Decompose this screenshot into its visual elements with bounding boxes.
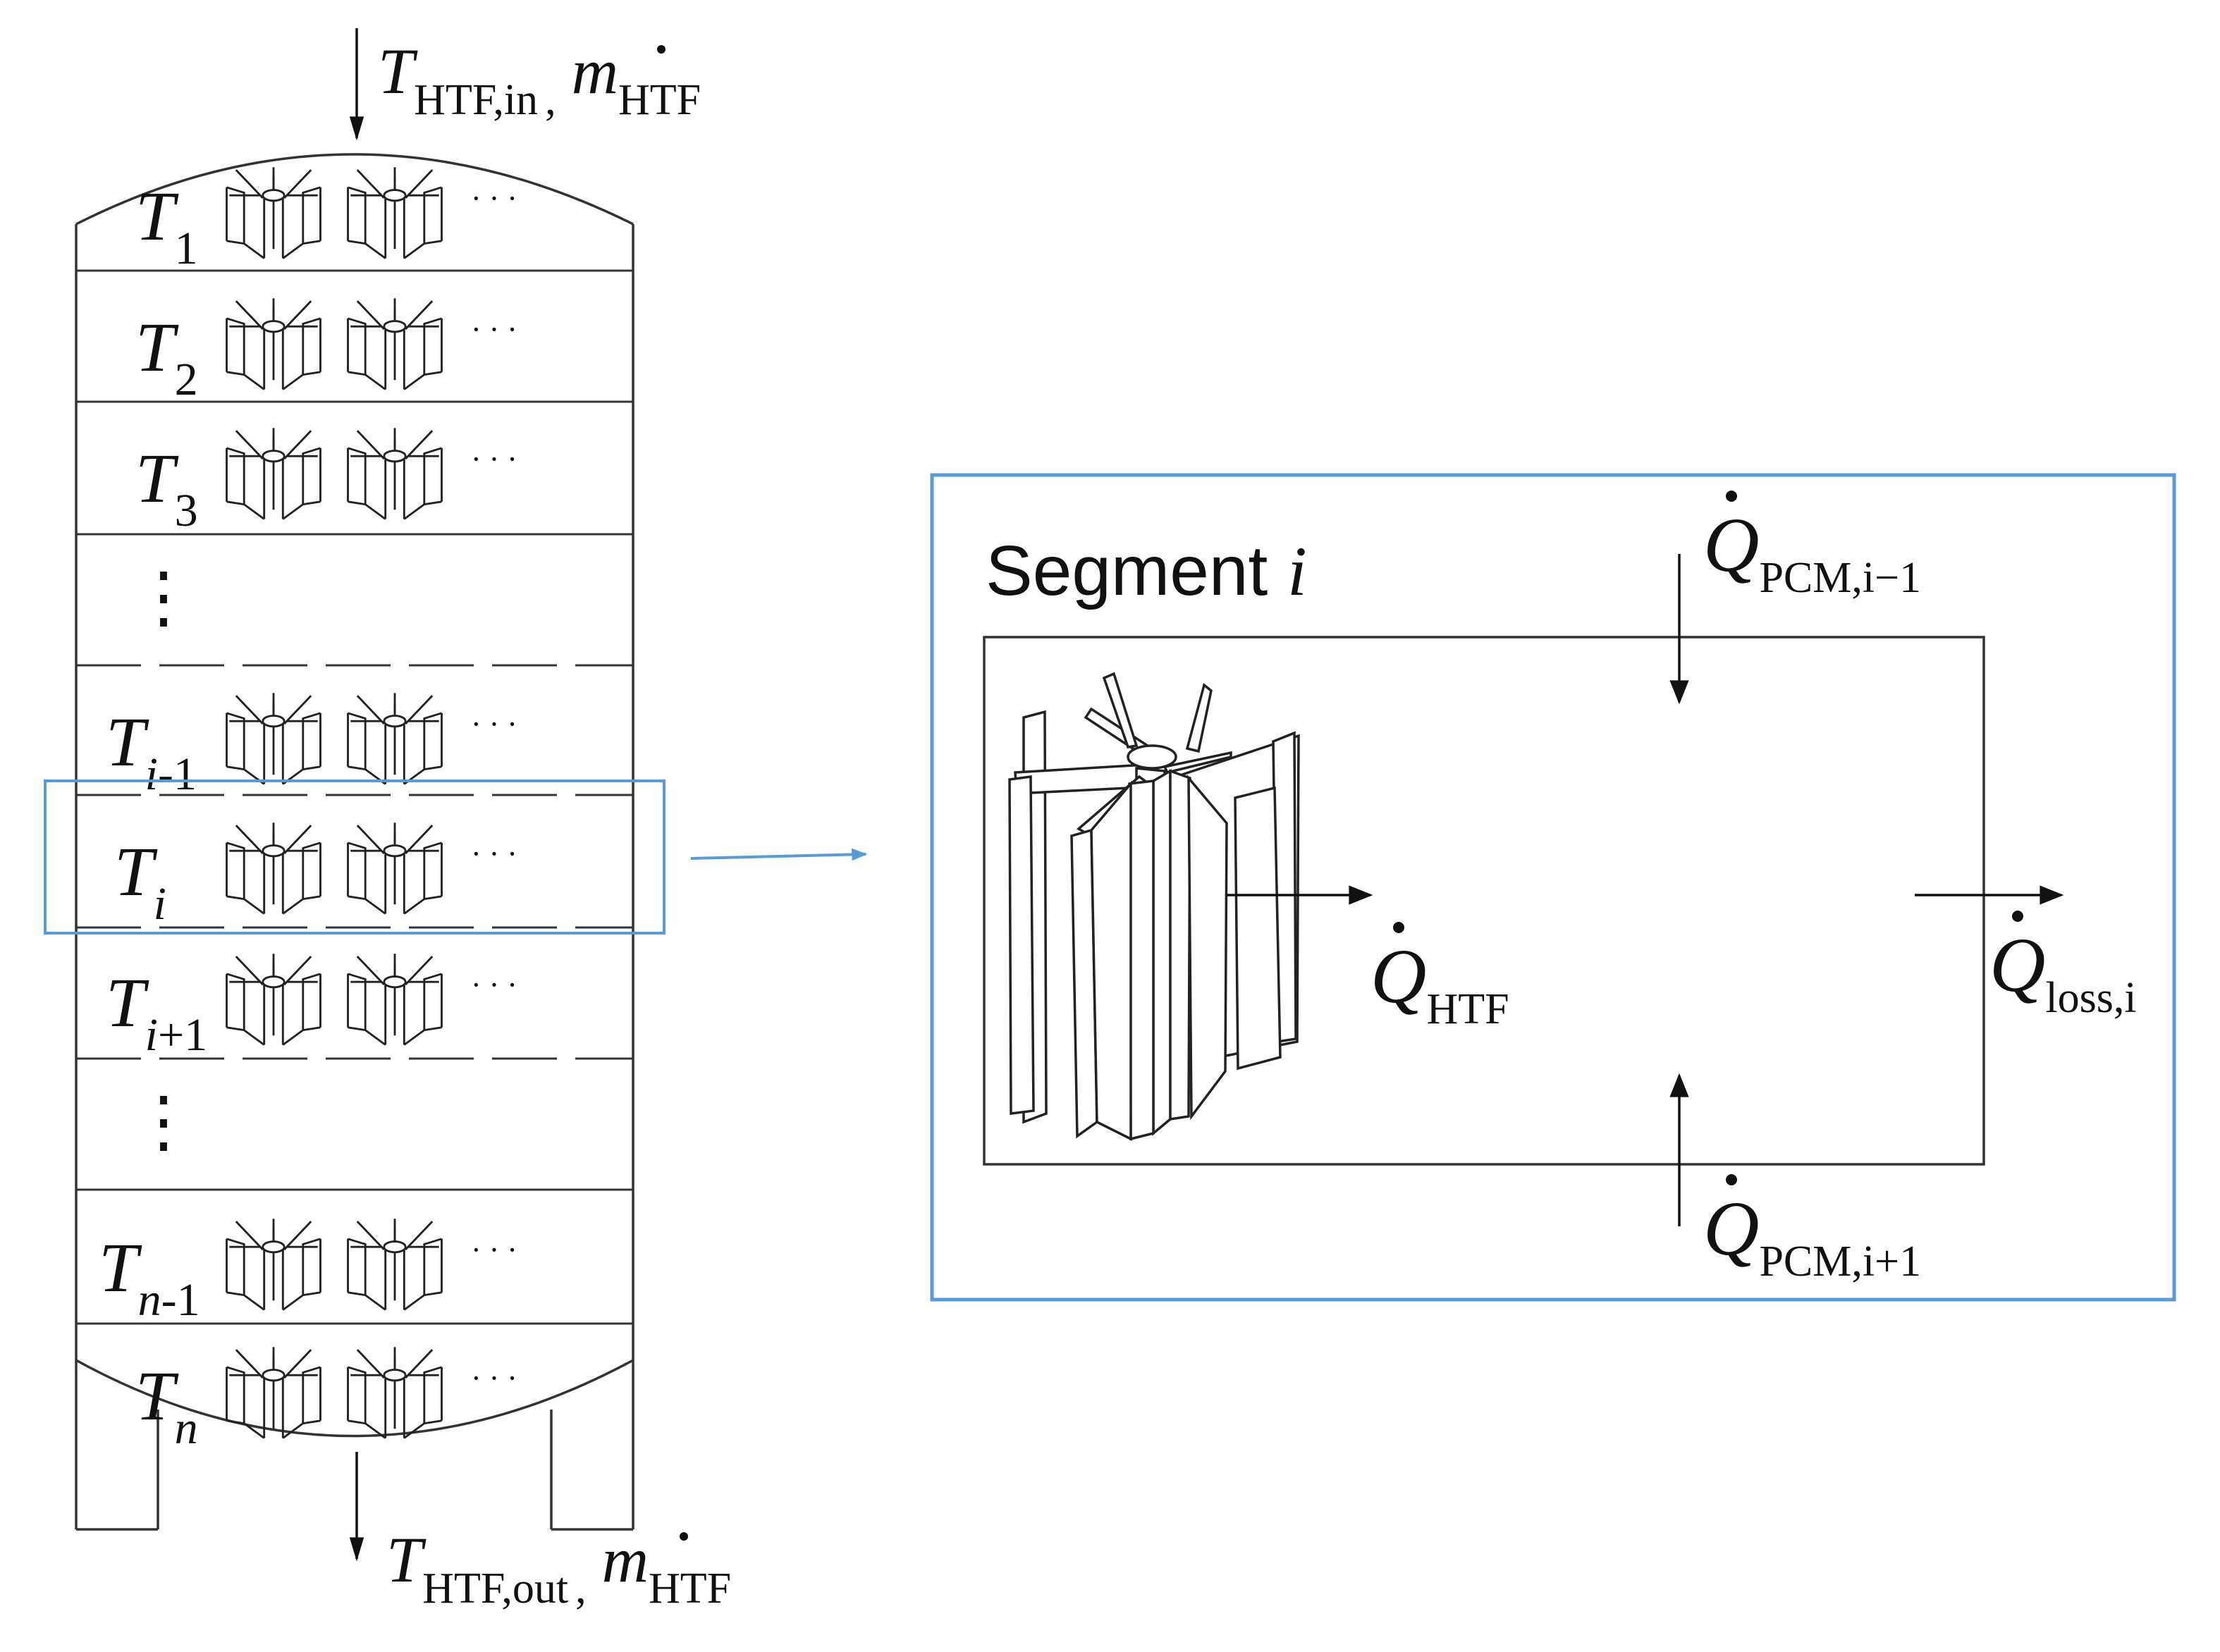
segment-temp-base: T: [135, 177, 179, 255]
outlet-separator: ,: [575, 1565, 587, 1613]
segment-temp-sub: i: [154, 878, 166, 930]
fin-tube-icon: [347, 1217, 443, 1311]
outlet-temp-sub: HTF,out: [422, 1565, 568, 1613]
fin-tube-icon: [226, 952, 321, 1046]
segment-temp-sub: n: [175, 1403, 198, 1454]
outlet-mass-sub: HTF: [649, 1565, 731, 1613]
row-ellipsis: · · ·: [471, 707, 517, 741]
row-ellipsis: · · ·: [471, 1361, 517, 1395]
detail-title-var: i: [1287, 532, 1307, 610]
inlet-separator: ,: [545, 76, 556, 124]
segment-temp-label: Tn-1: [99, 1228, 200, 1326]
q-loss-base: Q: [1989, 922, 2045, 1008]
q-htf-label: QHTF: [1370, 933, 1509, 1033]
row-ellipsis: · · ·: [471, 837, 517, 871]
row-ellipsis: · · ·: [471, 312, 517, 347]
outlet-mass-dot: [680, 1532, 688, 1541]
segment-temp-base: T: [106, 963, 149, 1042]
q-pcm-top-dot: [1726, 491, 1737, 502]
q-htf-dot: [1393, 922, 1404, 933]
q-htf-sub: HTF: [1426, 985, 1509, 1033]
fin-tube-rows: · · · · · · · · · · · · · · · · · · · · · · · ·: [226, 166, 517, 1439]
segment-control-volume: [983, 636, 1985, 1166]
segment-temp-label: T1: [135, 177, 198, 274]
segment-temp-base: T: [114, 832, 158, 911]
fin-tube-icon: [226, 691, 321, 785]
fin-tube-icon: [347, 426, 443, 520]
segment-temp-label: T3: [135, 439, 198, 536]
segment-temp-label: T2: [135, 308, 198, 405]
segment-temp-sub: 1: [175, 223, 198, 274]
fin-tube-icon: [226, 821, 321, 915]
segment-temp-base: T: [99, 1228, 142, 1307]
large-fin-tube: [1008, 672, 1300, 1141]
tank-bottom-cap: [75, 1359, 634, 1438]
segment-temp-sub: 3: [175, 485, 198, 536]
fin-tube-icon: [347, 1345, 443, 1439]
vertical-ellipsis-lower: ⋮: [130, 1084, 197, 1159]
inlet-mass-sub: HTF: [618, 76, 701, 124]
q-htf-base: Q: [1370, 933, 1426, 1019]
outlet-label: THTF,out, mHTF: [386, 1524, 731, 1613]
inlet-mass-base: m: [572, 35, 618, 107]
detail-title: Segment i: [986, 531, 1307, 610]
outlet-temp-base: T: [386, 1524, 427, 1596]
segment-temp-base: T: [135, 1357, 179, 1435]
row-ellipsis: · · ·: [471, 442, 517, 476]
q-loss-dot: [2012, 911, 2023, 922]
q-pcm-top-base: Q: [1703, 502, 1759, 588]
zoom-arrow: [690, 848, 868, 861]
segment-temp-sub: i+1: [145, 1009, 208, 1061]
inlet-temp-sub: HTF,in: [414, 76, 538, 124]
segment-temp-base: T: [135, 439, 179, 517]
q-pcm-top-sub: PCM,i−1: [1759, 554, 1921, 602]
fin-tube-icon: [226, 297, 321, 390]
fin-tube-icon: [347, 166, 443, 259]
row-ellipsis: · · ·: [471, 181, 517, 216]
detail-title-text: Segment: [986, 531, 1287, 610]
segment-temp-base: T: [106, 703, 149, 781]
row-ellipsis: · · ·: [471, 968, 517, 1002]
segment-highlight-box: [44, 779, 666, 935]
detail-panel: [930, 473, 2176, 1302]
inlet-label: THTF,in, mHTF: [378, 35, 701, 124]
segment-temp-sub: i-1: [145, 748, 197, 800]
q-loss-label: Qloss,i: [1989, 922, 2137, 1022]
segment-temp-sub: 2: [175, 354, 198, 405]
segment-temp-label: Ti-1: [106, 703, 197, 800]
q-pcm-bottom-sub: PCM,i+1: [1759, 1238, 1921, 1286]
outlet-mass-base: m: [602, 1524, 649, 1596]
dashed-dividers: [76, 664, 633, 1060]
fin-tube-icon: [347, 952, 443, 1046]
fin-tube-icon: [226, 166, 321, 259]
fin-tube-icon: [226, 1217, 321, 1311]
segment-temp-label: Ti: [114, 832, 166, 930]
fin-tube-icon: [347, 821, 443, 915]
inlet-mass-dot: [657, 45, 666, 54]
q-loss-sub: loss,i: [2045, 974, 2136, 1022]
tank: [75, 153, 634, 1531]
segment-temp-base: T: [135, 308, 179, 386]
tank-top-cap: [75, 153, 634, 226]
segment-temp-sub: n-1: [138, 1274, 200, 1326]
fin-tube-icon: [347, 297, 443, 390]
q-pcm-top-label: QPCM,i−1: [1703, 502, 1921, 602]
fin-tube-icon: [347, 691, 443, 785]
segment-temp-label: Tn: [135, 1357, 198, 1454]
row-ellipsis: · · ·: [471, 1233, 517, 1267]
fin-tube-icon: [226, 426, 321, 520]
q-pcm-bottom-base: Q: [1703, 1185, 1759, 1271]
segment-dividers: [76, 269, 633, 1325]
q-pcm-bottom-dot: [1726, 1174, 1737, 1185]
segment-temp-label: Ti+1: [106, 963, 207, 1061]
q-pcm-bottom-label: QPCM,i+1: [1703, 1185, 1921, 1286]
vertical-ellipsis-upper: ⋮: [130, 560, 197, 635]
inlet-temp-base: T: [378, 35, 418, 107]
